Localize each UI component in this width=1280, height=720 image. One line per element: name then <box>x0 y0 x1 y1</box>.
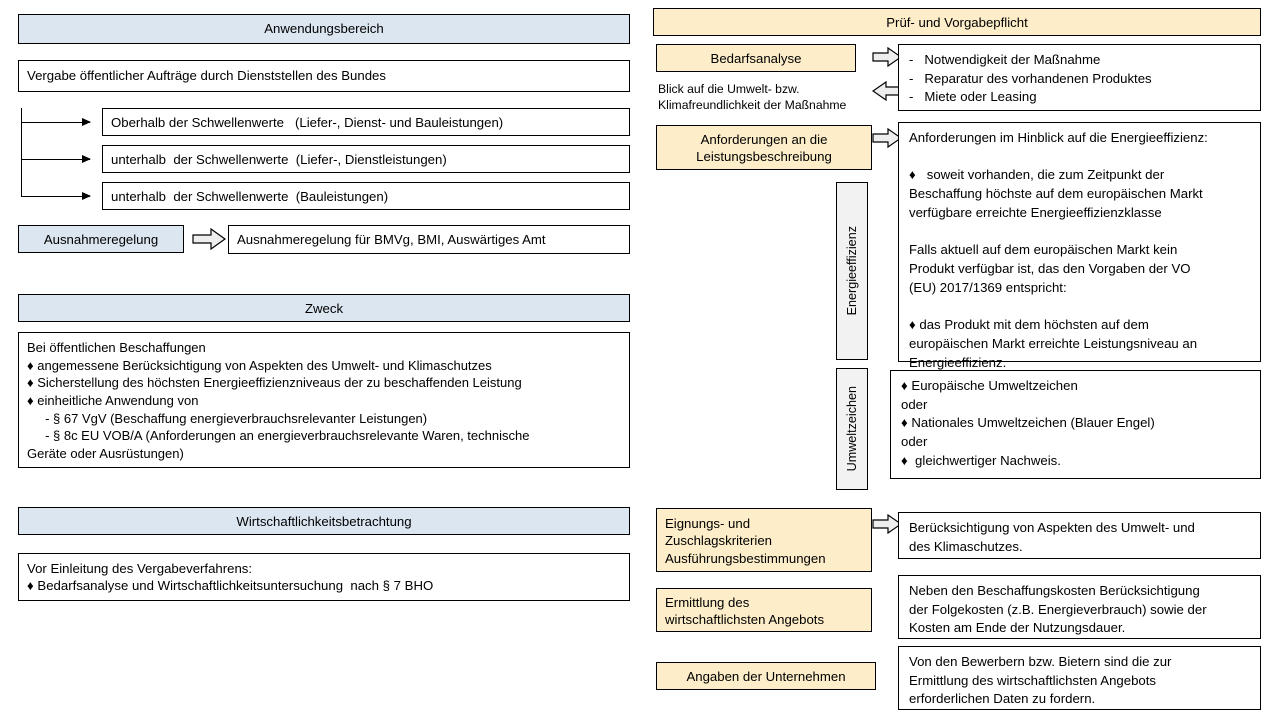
zweck-body-box: Bei öffentlichen Beschaffungen ♦ angemes… <box>18 332 630 468</box>
branch-arrow-2 <box>22 155 91 163</box>
vertical-label-umweltzeichen-text: Umweltzeichen <box>845 386 859 472</box>
vertical-label-energieeffizienz-text: Energieeffizienz <box>845 226 859 316</box>
row4-detail-box: Berücksichtigung von Aspekten des Umwelt… <box>898 512 1261 559</box>
right-label-angaben-unternehmen: Angaben der Unternehmen <box>656 662 876 690</box>
scope-box-vergabe: Vergabe öffentlicher Aufträge durch Dien… <box>18 60 630 92</box>
threshold-box-oberhalb: Oberhalb der Schwellenwerte (Liefer-, Di… <box>102 108 630 136</box>
section-header-wirtschaftlichkeitsbetrachtung: Wirtschaftlichkeitsbetrachtung <box>18 507 630 535</box>
branch-vertical-rule <box>21 108 22 197</box>
exception-detail-box: Ausnahmeregelung für BMVg, BMI, Auswärti… <box>228 225 630 254</box>
threshold-box-unterhalb-liefer: unterhalb der Schwellenwerte (Liefer-, D… <box>102 145 630 173</box>
right-label-bedarfsanalyse: Bedarfsanalyse <box>656 44 856 72</box>
section-header-anwendungsbereich: Anwendungsbereich <box>18 14 630 44</box>
row5-detail-box: Neben den Beschaffungskosten Berücksicht… <box>898 575 1261 639</box>
row1-block-arrow-right-icon <box>872 47 902 67</box>
vertical-label-energieeffizienz: Energieeffizienz <box>836 182 868 360</box>
row2-detail-box: Anforderungen im Hinblick auf die Energi… <box>898 122 1261 370</box>
section-header-zweck: Zweck <box>18 294 630 322</box>
section-header-pruef-und-vorgabepflicht: Prüf- und Vorgabepflicht <box>653 8 1261 36</box>
row4-block-arrow-right-icon <box>872 514 902 534</box>
threshold-box-unterhalb-bau: unterhalb der Schwellenwerte (Bauleistun… <box>102 182 630 210</box>
branch-arrow-3 <box>22 192 91 200</box>
right-label-anforderungen: Anforderungen an die Leistungsbeschreibu… <box>656 125 872 170</box>
vertical-label-umweltzeichen: Umweltzeichen <box>836 368 868 490</box>
row3-detail-box: ♦ Europäische Umweltzeichen oder ♦ Natio… <box>890 370 1261 479</box>
wirtschaftlichkeit-body-box: Vor Einleitung des Vergabeverfahrens: ♦ … <box>18 553 630 601</box>
exception-label-box: Ausnahmeregelung <box>18 225 184 253</box>
branch-arrow-1 <box>22 118 91 126</box>
exception-block-arrow-icon <box>192 228 226 250</box>
right-label-eignungskriterien: Eignungs- und Zuschlagskriterien Ausführ… <box>656 508 872 572</box>
row1-detail-box: - Notwendigkeit der Maßnahme - Reparatur… <box>898 44 1261 111</box>
right-label-ermittlung-angebot: Ermittlung des wirtschaftlichsten Angebo… <box>656 588 872 632</box>
bedarfsanalyse-note: Blick auf die Umwelt- bzw. Klimafreundli… <box>658 82 847 112</box>
row2-block-arrow-right-icon <box>872 128 902 148</box>
row6-detail-box: Von den Bewerbern bzw. Bietern sind die … <box>898 646 1261 710</box>
